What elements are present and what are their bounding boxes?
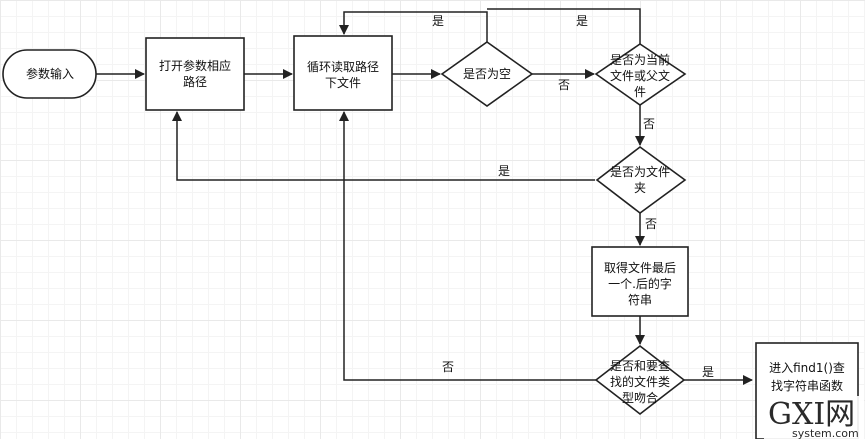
watermark-logo: GXI网 system.com xyxy=(764,396,864,439)
edge-label-empty-no: 否 xyxy=(558,78,570,92)
node-is-current-parent-line-2: 文件或父文 xyxy=(610,68,670,83)
node-is-match-line-2: 找的文件类 xyxy=(610,374,670,389)
node-call-find-line-2: 找字符串函数 xyxy=(771,378,843,393)
watermark-url: system.com xyxy=(792,427,859,439)
edge-label-current-yes: 是 xyxy=(576,14,588,28)
edge-empty-yes-loop xyxy=(339,11,488,42)
node-loop-read: 循环读取路径 下文件 xyxy=(293,35,393,111)
watermark-logo-text: GXI网 xyxy=(768,397,855,432)
node-is-match: 是否和要查 找的文件类 型吻合 xyxy=(594,344,686,416)
node-open-path-line-1: 打开参数相应 xyxy=(159,58,231,73)
node-input-label: 参数输入 xyxy=(26,66,74,81)
node-is-current-parent: 是否为当前 文件或父文 件 xyxy=(594,43,687,106)
edges xyxy=(96,8,753,385)
edge-label-match-yes: 是 xyxy=(702,365,714,379)
edge-labels: 是 是 否 否 是 否 否 是 xyxy=(432,14,714,379)
node-open-path-line-2: 路径 xyxy=(183,74,207,89)
node-loop-read-line-2: 下文件 xyxy=(325,75,361,90)
edge-label-folder-yes: 是 xyxy=(498,164,510,178)
edge-folder-yes-open xyxy=(172,111,595,181)
node-is-current-parent-line-3: 件 xyxy=(634,85,646,99)
edge-label-match-no: 否 xyxy=(442,360,454,374)
node-is-match-line-1: 是否和要查 xyxy=(610,359,670,373)
edge-label-empty-yes: 是 xyxy=(432,14,444,28)
edge-match-no-loop xyxy=(339,111,596,381)
node-get-suffix-line-3: 符串 xyxy=(628,292,652,307)
node-is-empty: 是否为空 xyxy=(440,41,534,107)
node-is-folder-line-1: 是否为文件 xyxy=(610,164,670,179)
node-is-empty-label: 是否为空 xyxy=(463,67,511,81)
node-is-match-line-3: 型吻合 xyxy=(622,390,658,405)
edge-label-folder-no: 否 xyxy=(645,217,657,231)
node-get-suffix-line-2: 一个.后的字 xyxy=(608,276,672,291)
node-loop-read-line-1: 循环读取路径 xyxy=(307,59,379,74)
node-is-current-parent-line-1: 是否为当前 xyxy=(610,52,670,67)
node-get-suffix-line-1: 取得文件最后 xyxy=(604,260,676,275)
edge-current-yes-loop xyxy=(487,8,641,44)
node-input: 参数输入 xyxy=(2,49,97,99)
node-is-folder-line-2: 夹 xyxy=(634,181,646,195)
node-open-path: 打开参数相应 路径 xyxy=(145,37,245,111)
node-call-find-line-1: 进入find1()查 xyxy=(769,361,845,375)
node-is-folder: 是否为文件 夹 xyxy=(595,145,687,215)
edge-label-current-no: 否 xyxy=(643,117,655,131)
node-get-suffix: 取得文件最后 一个.后的字 符串 xyxy=(591,246,689,317)
